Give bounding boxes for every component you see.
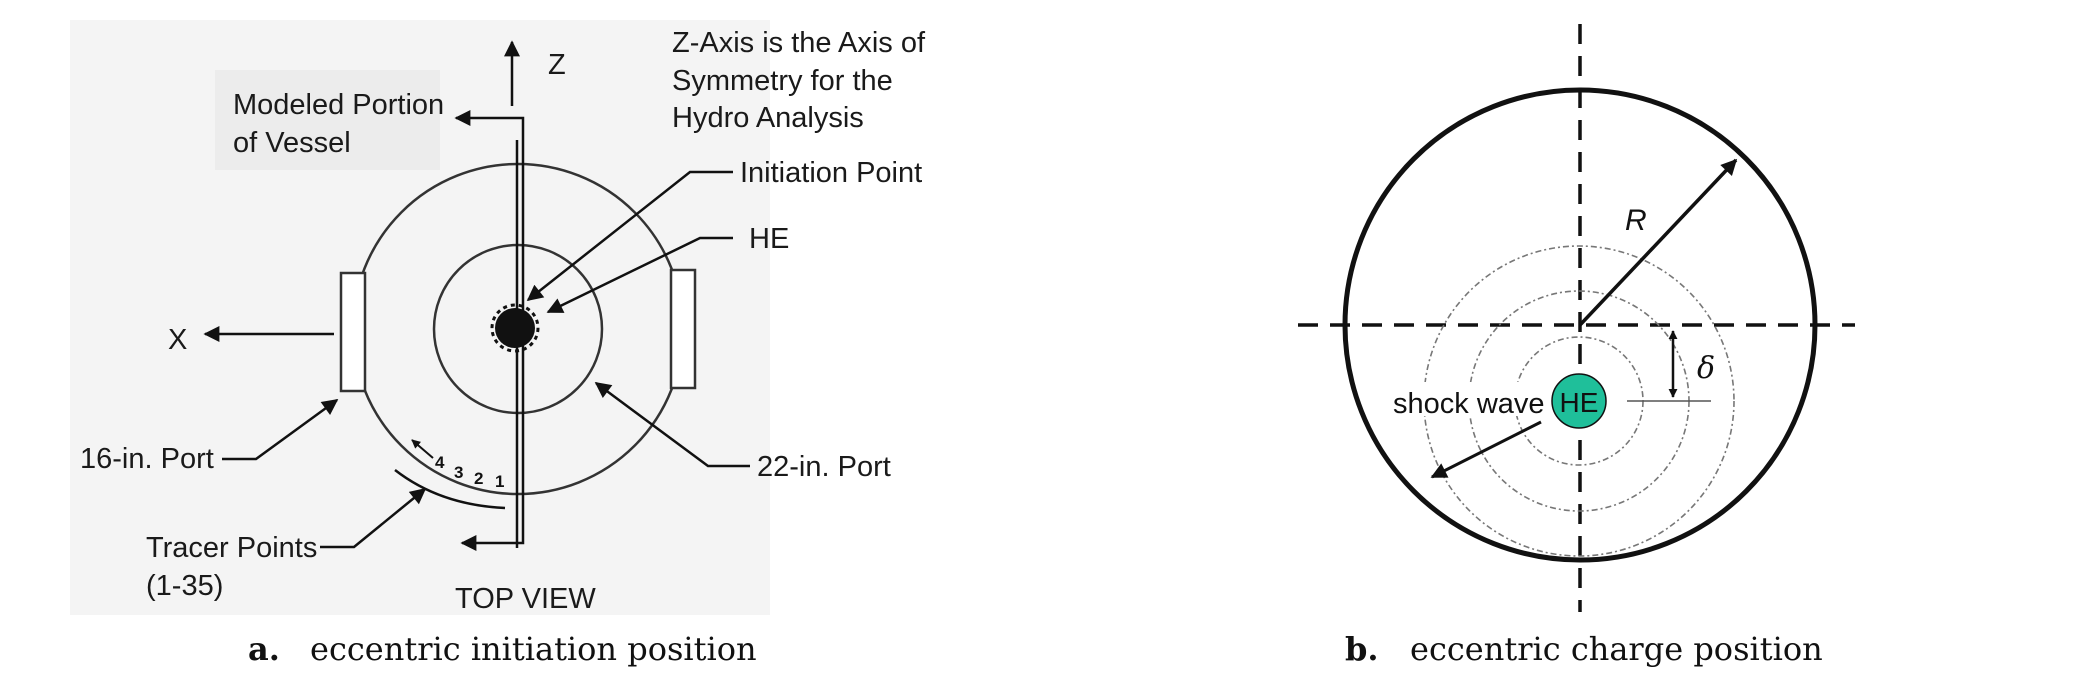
port-22-arrow xyxy=(594,381,750,468)
port-16-label: 16-in. Port xyxy=(80,443,214,475)
tracer-points-line1: Tracer Points xyxy=(146,532,317,564)
symmetry-note-line1: Z-Axis is the Axis of xyxy=(672,27,926,59)
he-label-b: HE xyxy=(1560,387,1599,418)
he-charge-b xyxy=(1551,373,1607,429)
modeled-portion-line1: Modeled Portion xyxy=(233,89,444,121)
tracer-number-2: 2 xyxy=(474,469,483,488)
tracer-number-3: 3 xyxy=(454,463,463,482)
z-axis-label: Z xyxy=(548,49,566,81)
initiation-point-label: Initiation Point xyxy=(740,157,922,189)
caption-a-letter: a. xyxy=(248,630,280,668)
vessel-circle xyxy=(1342,87,1818,563)
port-16-arrow xyxy=(222,398,339,461)
offset-label: δ xyxy=(1697,351,1715,386)
caption-b-letter: b. xyxy=(1345,630,1379,668)
he-charge xyxy=(495,308,535,348)
radius-label: R xyxy=(1625,204,1647,237)
tracer-arc xyxy=(394,469,506,510)
top-view-label: TOP VIEW xyxy=(455,583,596,615)
tracer-points-line2: (1-35) xyxy=(146,570,223,602)
initiation-point-arrow xyxy=(526,170,733,301)
x-axis-label: X xyxy=(168,324,187,356)
port-22-rect xyxy=(669,268,697,390)
port-16-rect xyxy=(339,271,367,393)
he-arrow xyxy=(546,236,733,314)
shock-wave-arrow xyxy=(1430,420,1542,479)
symmetry-note-line2: Symmetry for the xyxy=(672,65,893,97)
caption-a-text: eccentric initiation position xyxy=(310,630,757,668)
panel-b-diagram: R δ HE shock wave xyxy=(1298,24,1855,612)
tracer-points-arrow xyxy=(320,487,427,549)
symmetry-note-line3: Hydro Analysis xyxy=(672,102,864,134)
he-label-a: HE xyxy=(749,223,789,255)
caption-b-text: eccentric charge position xyxy=(1410,630,1823,668)
tracer-direction-arrow xyxy=(411,439,434,459)
radius-arrow xyxy=(1578,158,1738,327)
modeled-portion-bracket-top xyxy=(454,110,525,335)
tracer-number-4: 4 xyxy=(435,453,445,472)
panel-a-diagram: Z X Z-Axis is the Axis of Symmetry for t… xyxy=(70,20,926,615)
shock-wave-label: shock wave xyxy=(1393,388,1545,420)
modeled-portion-line2: of Vessel xyxy=(233,127,351,159)
tracer-number-1: 1 xyxy=(495,472,504,491)
port-22-label: 22-in. Port xyxy=(757,451,891,483)
modeled-portion-bracket-bottom xyxy=(460,335,525,551)
